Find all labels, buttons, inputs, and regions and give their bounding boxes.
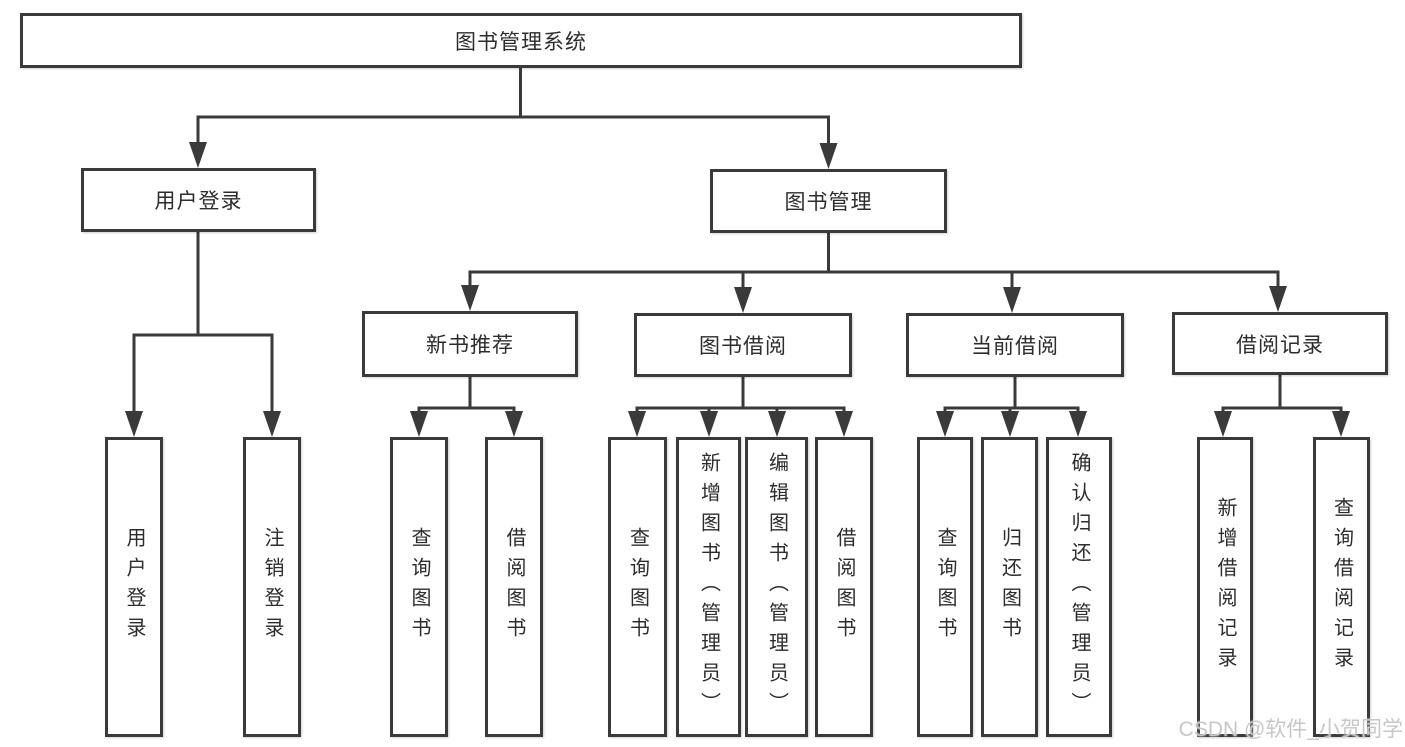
arrowheads-new-book-rec-children (410, 411, 523, 437)
node-book-mgmt: 图书管理 (710, 169, 947, 233)
node-bb-borrow-books-label: 借阅图书 (833, 527, 855, 647)
node-bb-edit-books-admin: 编辑图书（管理员） (745, 437, 808, 737)
node-br-query-record: 查询借阅记录 (1313, 437, 1370, 737)
node-logout-label: 注销登录 (261, 527, 283, 647)
connector-borrow-records-children (1221, 375, 1343, 417)
connector-book-mgmt-children (468, 233, 1280, 293)
arrowheads-level1 (189, 142, 838, 169)
node-cb-confirm-return-admin: 确认归还（管理员） (1046, 437, 1112, 737)
node-bb-borrow-books: 借阅图书 (815, 437, 873, 737)
node-cb-return-books-label: 归还图书 (998, 527, 1021, 647)
node-user-login: 用户登录 (81, 168, 316, 232)
node-logout: 注销登录 (243, 437, 301, 737)
node-current-borrow-label: 当前借阅 (971, 335, 1059, 358)
node-root: 图书管理系统 (20, 13, 1022, 68)
node-book-borrow-label: 图书借阅 (699, 335, 787, 358)
node-bb-add-books-admin: 新增图书（管理员） (676, 437, 741, 737)
arrowheads-book-mgmt-children (461, 285, 1287, 313)
node-root-label: 图书管理系统 (455, 30, 587, 54)
node-bb-edit-books-admin-label: 编辑图书（管理员） (765, 452, 788, 722)
node-cb-return-books: 归还图书 (981, 437, 1038, 737)
node-new-book-rec: 新书推荐 (362, 311, 578, 377)
connector-user-login-children (132, 232, 274, 417)
node-br-add-record-label: 新增借阅记录 (1214, 497, 1236, 677)
node-new-book-rec-label: 新书推荐 (426, 334, 514, 357)
node-book-mgmt-label: 图书管理 (784, 191, 873, 214)
node-nbr-borrow-books: 借阅图书 (485, 437, 543, 737)
arrowheads-current-borrow-children (936, 411, 1087, 437)
node-borrow-records: 借阅记录 (1172, 312, 1388, 375)
node-nbr-borrow-books-label: 借阅图书 (503, 527, 525, 647)
csdn-watermark: CSDN @软件_小贺同学 (1178, 718, 1403, 741)
node-user-login-leaf: 用户登录 (105, 437, 163, 737)
node-bb-query-books: 查询图书 (608, 437, 667, 737)
node-br-add-record: 新增借阅记录 (1197, 437, 1253, 737)
node-book-borrow: 图书借阅 (634, 313, 852, 377)
node-current-borrow: 当前借阅 (906, 313, 1124, 377)
arrowheads-user-login-children (125, 411, 281, 437)
arrowheads-book-borrow-children (628, 411, 853, 437)
arrowheads-borrow-records-children (1214, 411, 1350, 437)
connector-new-book-rec-children (417, 377, 516, 417)
node-borrow-records-label: 借阅记录 (1236, 333, 1324, 357)
connector-root-to-level1 (196, 68, 830, 149)
connector-book-borrow-children (635, 377, 846, 417)
node-bb-query-books-label: 查询图书 (626, 527, 649, 647)
node-cb-query-books: 查询图书 (917, 437, 973, 737)
node-br-query-record-label: 查询借阅记录 (1330, 497, 1353, 677)
node-nbr-query-books: 查询图书 (390, 437, 448, 737)
node-bb-add-books-admin-label: 新增图书（管理员） (697, 452, 720, 722)
node-user-login-leaf-label: 用户登录 (123, 527, 145, 647)
node-user-login-label: 用户登录 (154, 190, 243, 213)
node-nbr-query-books-label: 查询图书 (408, 527, 430, 647)
node-cb-confirm-return-admin-label: 确认归还（管理员） (1068, 452, 1090, 722)
node-cb-query-books-label: 查询图书 (934, 527, 956, 647)
